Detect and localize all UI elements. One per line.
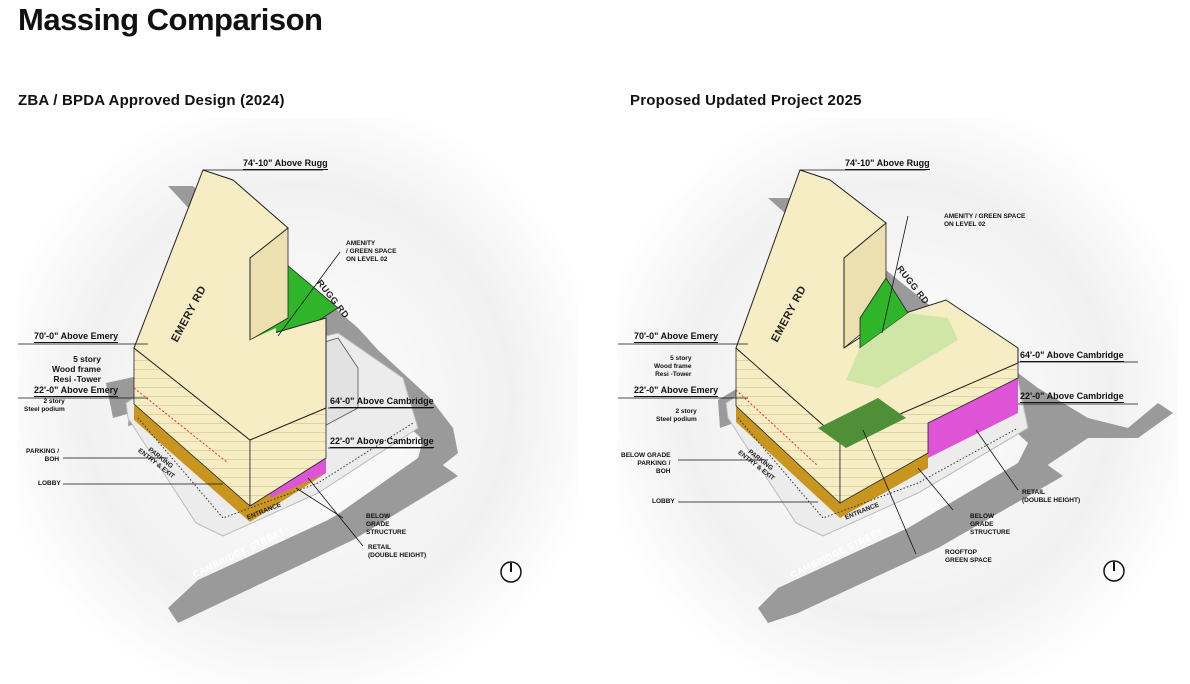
label-64-cambridge: 64'-0" Above Cambridge bbox=[330, 396, 434, 409]
label-below-grade: BELOW GRADE STRUCTURE bbox=[366, 513, 407, 536]
label-retail: RETAIL (DOUBLE HEIGHT) bbox=[368, 544, 427, 559]
label-lobby: LOBBY bbox=[652, 498, 675, 505]
label-64-cambridge: 64'-0" Above Cambridge bbox=[1020, 350, 1124, 363]
label-resi-tower: 5 story Wood frame Resi -Tower bbox=[52, 354, 101, 385]
label-parking-boh: PARKING / BOH bbox=[26, 448, 60, 463]
label-22-emery: 22'-0" Above Emery bbox=[34, 385, 119, 398]
building-roof bbox=[133, 169, 327, 441]
label-70-emery: 70'-0" Above Emery bbox=[34, 331, 119, 344]
approved-massing-drawing bbox=[18, 118, 578, 684]
podium-base bbox=[736, 406, 928, 518]
property-line-red bbox=[133, 387, 229, 464]
approved-massing-diagram: 74'-10" Above Rugg 70'-0" Above Emery 5 … bbox=[18, 118, 578, 684]
label-top-height: 74'-10" Above Rugg bbox=[845, 158, 930, 171]
label-retail: RETAIL (DOUBLE HEIGHT) bbox=[1022, 489, 1081, 504]
label-resi-tower: 5 story Wood frame Resi -Tower bbox=[654, 355, 692, 378]
label-22-emery: 22'-0" Above Emery bbox=[634, 385, 719, 398]
label-parking-boh: BELOW GRADE PARKING / BOH bbox=[621, 452, 671, 475]
label-top-height: 74'-10" Above Rugg bbox=[243, 158, 328, 171]
roof-notch bbox=[250, 328, 276, 386]
cambridge-street bbox=[168, 458, 458, 623]
label-podium: 2 story Steel podium bbox=[656, 408, 697, 423]
label-22-cambridge: 22'-0" Above Cambridge bbox=[1020, 391, 1124, 404]
label-podium: 2 story Steel podium bbox=[24, 398, 65, 413]
label-below-grade: BELOW GRADE STRUCTURE bbox=[970, 513, 1011, 536]
label-rooftop-green: ROOFTOP GREEN SPACE bbox=[945, 549, 992, 564]
rooftop-green-space bbox=[818, 398, 906, 448]
building-roof bbox=[735, 169, 1019, 441]
label-70-emery: 70'-0" Above Emery bbox=[634, 331, 719, 344]
panel-title-approved: ZBA / BPDA Approved Design (2024) bbox=[18, 92, 285, 109]
label-amenity: AMENITY / GREEN SPACE ON LEVEL 02 bbox=[944, 213, 1026, 228]
proposed-massing-drawing bbox=[618, 118, 1178, 684]
proposed-massing-diagram: 74'-10" Above Rugg AMENITY / GREEN SPACE… bbox=[618, 118, 1178, 684]
property-line-red bbox=[735, 389, 819, 467]
amenity-green-light bbox=[846, 313, 958, 388]
panel-title-proposed: Proposed Updated Project 2025 bbox=[630, 92, 862, 109]
retail-block bbox=[928, 378, 1018, 458]
label-lobby: LOBBY bbox=[38, 480, 61, 487]
label-amenity: AMENITY / GREEN SPACE ON LEVEL 02 bbox=[346, 240, 397, 263]
label-22-cambridge: 22'-0" Above Cambridge bbox=[330, 436, 434, 449]
page-title: Massing Comparison bbox=[18, 2, 323, 37]
